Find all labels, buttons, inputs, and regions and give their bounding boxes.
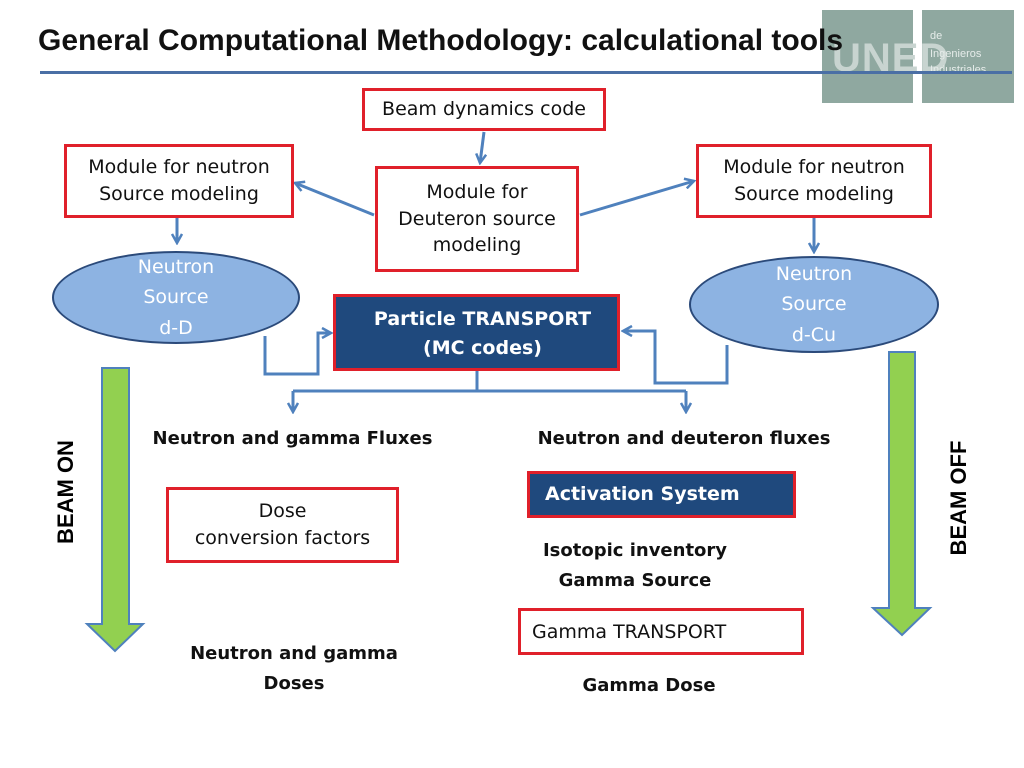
- logo-tile-right: [922, 10, 1014, 103]
- title-underline: [40, 71, 1012, 74]
- gamma-transport-label: Gamma TRANSPORT: [532, 621, 727, 643]
- beam-off-label: BEAM OFF: [946, 440, 971, 556]
- neutron-gamma-fluxes-label: Neutron and gamma Fluxes: [152, 428, 433, 449]
- dose-conversion-box: Dose conversion factors: [166, 487, 399, 563]
- arrow-beam-to-deuteron: [480, 131, 484, 163]
- logo-text-line: de: [930, 30, 943, 42]
- neutron-module-right-box: Module for neutron Source modeling: [696, 144, 932, 218]
- arrow-deuteron-to-left-module: [295, 183, 375, 217]
- isotopic-inventory-label: Isotopic inventory Gamma Source: [542, 540, 728, 591]
- particle-transport-box: Particle TRANSPORT (MC codes): [333, 294, 620, 371]
- page-title: General Computational Methodology: calcu…: [38, 24, 844, 57]
- beam-off-arrow: [870, 351, 933, 637]
- neutron-module-right-label: Module for neutron Source modeling: [723, 156, 905, 205]
- logo-text-line: Ingenieros: [930, 48, 982, 60]
- beam-on-label: BEAM ON: [53, 440, 78, 544]
- connector-transport-split: [293, 370, 686, 393]
- neutron-source-dd-label: Neutron Source d-D: [137, 255, 215, 339]
- connector-dd-to-transport: [263, 333, 331, 376]
- neutron-gamma-doses-label: Neutron and gamma Doses: [190, 643, 398, 694]
- connector-dcu-to-transport: [623, 331, 729, 385]
- beam-on-arrow: [84, 367, 146, 653]
- beam-dynamics-box: Beam dynamics code: [362, 88, 606, 131]
- deuteron-module-box: Module for Deuteron source modeling: [375, 166, 579, 272]
- neutron-source-dcu: Neutron Source d-Cu: [689, 256, 939, 353]
- activation-system-box: Activation System: [527, 471, 796, 518]
- gamma-transport-box: Gamma TRANSPORT: [518, 608, 804, 655]
- dose-conversion-label: Dose conversion factors: [194, 500, 371, 549]
- neutron-source-dcu-label: Neutron Source d-Cu: [775, 262, 853, 346]
- neutron-module-left-label: Module for neutron Source modeling: [88, 156, 270, 205]
- deuteron-module-label: Module for Deuteron source modeling: [398, 181, 556, 257]
- neutron-module-left-box: Module for neutron Source modeling: [64, 144, 294, 218]
- beam-dynamics-label: Beam dynamics code: [382, 98, 586, 121]
- neutron-source-dd: Neutron Source d-D: [52, 251, 300, 344]
- activation-system-label: Activation System: [545, 483, 740, 505]
- particle-transport-label: Particle TRANSPORT (MC codes): [373, 308, 592, 360]
- gamma-dose-label: Gamma Dose: [582, 675, 716, 696]
- logo-tile-left: [822, 10, 913, 103]
- arrow-deuteron-to-right-module: [579, 181, 694, 217]
- neutron-deuteron-fluxes-label: Neutron and deuteron fluxes: [537, 428, 831, 449]
